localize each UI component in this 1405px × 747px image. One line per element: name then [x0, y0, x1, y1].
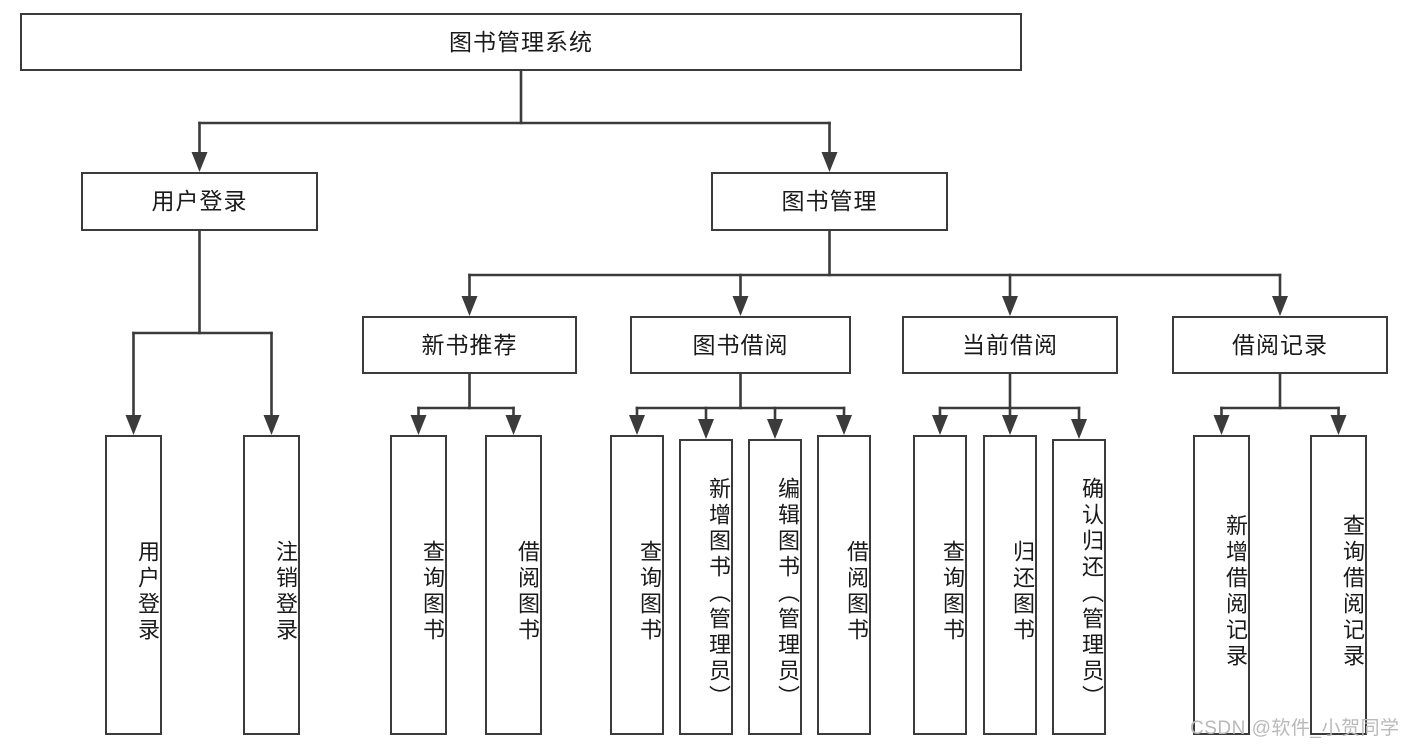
- node-label: 新书推荐: [421, 331, 518, 358]
- node-borrow-a[interactable]: 查询图书: [610, 435, 664, 735]
- arrow-icon-current-b: [1002, 415, 1018, 435]
- node-records[interactable]: 借阅记录: [1172, 316, 1388, 374]
- node-label: 借阅图书: [515, 540, 540, 644]
- arrow-icon-current-c: [1071, 419, 1087, 439]
- arrow-icon-login-b: [263, 415, 280, 435]
- arrow-icon-current: [1002, 296, 1018, 316]
- arrow-icon-current-a: [932, 415, 948, 435]
- node-label: 用户登录: [135, 540, 160, 644]
- node-login[interactable]: 用户登录: [81, 172, 318, 231]
- node-current-c[interactable]: 确认归还（管理员）: [1052, 439, 1106, 735]
- node-root[interactable]: 图书管理系统: [20, 13, 1022, 71]
- arrow-icon-records: [1272, 296, 1288, 316]
- arrow-icon-newrec: [461, 296, 478, 316]
- node-records-b[interactable]: 查询借阅记录: [1310, 435, 1367, 735]
- node-borrow-b[interactable]: 新增图书（管理员）: [679, 439, 733, 735]
- arrow-icon-borrow: [732, 296, 749, 316]
- node-label: 图书管理系统: [449, 28, 593, 55]
- node-label: 查询借阅记录: [1340, 514, 1365, 670]
- node-label: 借阅图书: [844, 540, 869, 644]
- node-newrec-a[interactable]: 查询图书: [390, 435, 447, 735]
- arrow-icon-records-b: [1330, 415, 1347, 435]
- node-label: 查询图书: [420, 540, 445, 644]
- node-label: 图书管理: [781, 188, 878, 215]
- node-borrow-c[interactable]: 编辑图书（管理员）: [748, 439, 802, 735]
- node-current-a[interactable]: 查询图书: [913, 435, 967, 735]
- arrow-icon-borrow-b: [698, 419, 714, 439]
- node-label: 归还图书: [1010, 540, 1035, 644]
- arrow-icon-borrow-c: [767, 419, 783, 439]
- node-current[interactable]: 当前借阅: [902, 316, 1118, 374]
- node-login-a[interactable]: 用户登录: [105, 435, 162, 735]
- node-label: 查询图书: [940, 540, 965, 644]
- node-newrec-b[interactable]: 借阅图书: [485, 435, 542, 735]
- node-borrow-d[interactable]: 借阅图书: [817, 435, 871, 735]
- arrow-icon-login: [191, 152, 208, 172]
- arrow-icon-borrow-a: [629, 415, 645, 435]
- arrow-icon-newrec-b: [505, 415, 522, 435]
- node-label: 图书借阅: [692, 331, 789, 358]
- arrow-icon-bookmgmt: [821, 152, 838, 172]
- node-borrow[interactable]: 图书借阅: [630, 316, 851, 374]
- node-label: 当前借阅: [962, 331, 1058, 358]
- node-records-a[interactable]: 新增借阅记录: [1193, 435, 1250, 735]
- node-current-b[interactable]: 归还图书: [983, 435, 1037, 735]
- node-label: 确认归还（管理员）: [1079, 477, 1104, 711]
- node-label: 注销登录: [273, 540, 298, 644]
- node-bookmgmt[interactable]: 图书管理: [711, 172, 948, 231]
- node-label: 借阅记录: [1232, 331, 1328, 358]
- arrow-icon-login-a: [125, 415, 142, 435]
- node-label: 查询图书: [637, 540, 662, 644]
- node-newrec[interactable]: 新书推荐: [362, 316, 577, 374]
- arrow-icon-newrec-a: [410, 415, 427, 435]
- node-label: 用户登录: [151, 188, 248, 215]
- node-label: 新增借阅记录: [1223, 514, 1248, 670]
- arrow-icon-borrow-d: [836, 415, 852, 435]
- node-label: 编辑图书（管理员）: [775, 477, 800, 711]
- node-label: 新增图书（管理员）: [706, 477, 731, 711]
- arrow-icon-records-a: [1213, 415, 1230, 435]
- node-login-b[interactable]: 注销登录: [243, 435, 300, 735]
